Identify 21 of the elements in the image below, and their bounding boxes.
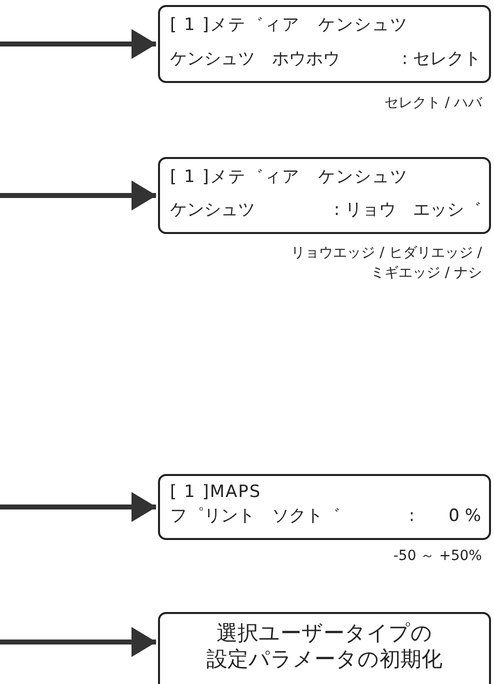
- arrow: [0, 29, 156, 59]
- arrow: [0, 180, 156, 210]
- setting-name: ケンシュツ ホウホウ: [170, 48, 340, 70]
- options-note: -50 ～ +50%: [392, 547, 482, 566]
- box-text: 選択ユーザータイプの設定パラメータの初期化: [206, 620, 444, 672]
- display-box: [158, 474, 491, 540]
- display-box: [158, 5, 491, 83]
- setting-name: ケンシュツ: [170, 199, 255, 221]
- display-line: [ 1 ]MAPS: [170, 482, 262, 502]
- setting-value: : リョウ エッシ゛: [334, 199, 481, 221]
- setting-name: フ゜リント ソクト゛: [170, 505, 340, 527]
- arrow: [0, 627, 156, 657]
- options-note: セレクト / ハバ: [383, 94, 482, 113]
- display-line: [ 1 ]メテ゛ィア ケンシュツ: [170, 166, 408, 188]
- action-box: [158, 612, 491, 684]
- setting-value: : 0 %: [408, 505, 481, 527]
- display-box: [158, 157, 491, 234]
- display-line: [ 1 ]メテ゛ィア ケンシュツ: [170, 14, 408, 36]
- setting-value: : セレクト: [402, 48, 481, 70]
- arrow: [0, 492, 156, 522]
- options-note: リョウエッジ / ヒダリエッジ / ミギエッジ / ナシ: [290, 244, 482, 284]
